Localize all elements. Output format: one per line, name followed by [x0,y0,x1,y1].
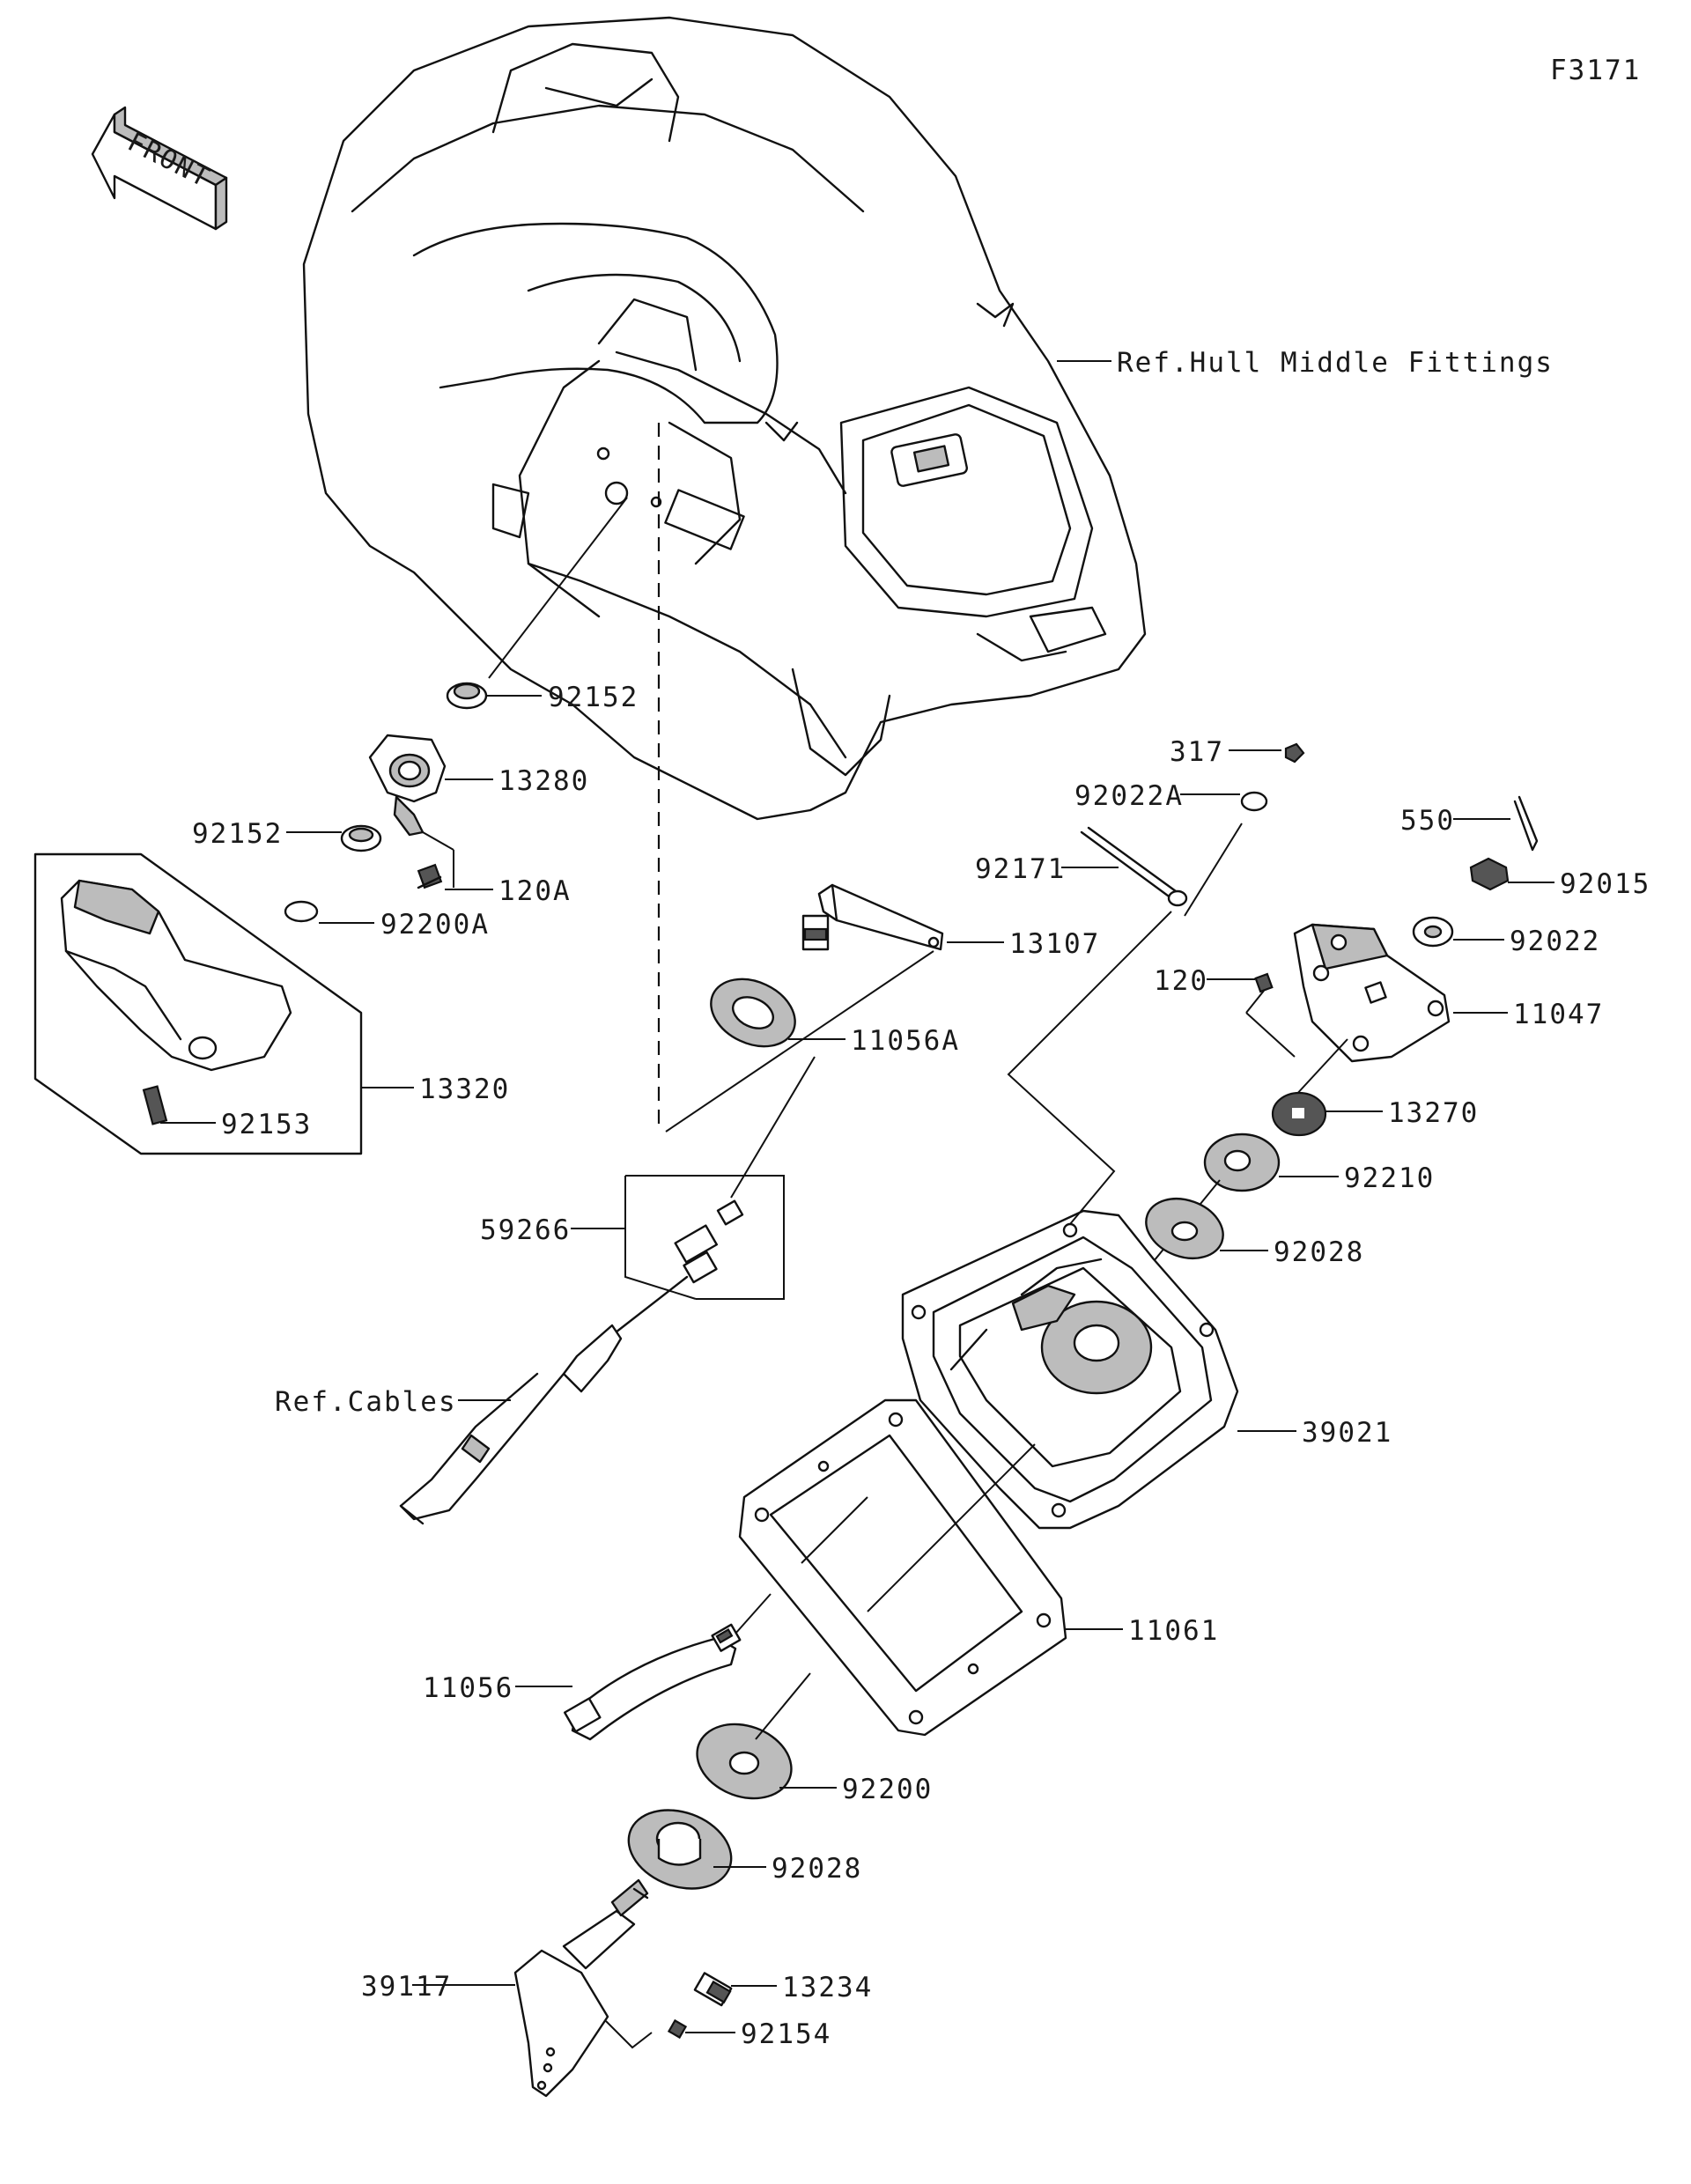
label-120A: 120A [498,875,572,907]
label-92200A: 92200A [380,909,490,941]
part-13280-bracket [368,734,447,837]
leader-11056A-axis [665,950,934,1133]
leader-11061-axis-2 [801,1496,868,1564]
label-11061: 11061 [1128,1615,1219,1647]
part-92200-washer [696,1723,793,1800]
leader-92200-axis [755,1672,811,1740]
leader-92152-top-hull [488,497,628,679]
part-13107-lever [801,883,944,951]
part-59266-joint [674,1199,744,1284]
label-92028-top: 92028 [1274,1236,1364,1268]
leader-11056-axis [735,1593,772,1634]
part-11047-plate [1293,923,1451,1063]
label-39021: 39021 [1302,1417,1392,1449]
leader-39117-bracket [605,2020,653,2049]
label-11056: 11056 [423,1672,513,1704]
label-317: 317 [1170,736,1224,768]
part-92171-rod [1080,826,1188,907]
part-39021-housing [901,1209,1239,1530]
part-92028-washer-bottom [627,1809,733,1890]
label-92171: 92171 [975,853,1066,885]
label-92154: 92154 [741,2018,831,2050]
part-92152-grommet [446,682,488,710]
label-120: 120 [1154,965,1208,997]
label-13107: 13107 [1009,928,1100,960]
leader-120A-axis [422,831,454,851]
label-11047: 11047 [1513,999,1604,1030]
label-11056A: 11056A [851,1025,960,1057]
part-11056-arm [563,1623,742,1741]
leader-92171-axis [1184,823,1243,917]
label-13270: 13270 [1388,1097,1479,1129]
leader-120-axis-2 [1245,1012,1296,1058]
label-92153: 92153 [221,1109,312,1140]
label-92015: 92015 [1560,868,1650,900]
leader-11047-axis [1294,1038,1348,1097]
part-92022A-washer [1240,791,1268,812]
bracket-59266-group-2 [624,1176,697,1300]
part-11056A-gasket [710,978,796,1048]
leader-120-axis [1245,990,1265,1014]
part-11061-gasket [738,1398,1067,1737]
part-13234-fitting [693,1972,733,2007]
inset-frame-13320 [33,852,363,1155]
label-92022: 92022 [1510,926,1600,957]
part-13320-cover [60,879,292,1125]
part-120A-screw [417,863,443,889]
leader-11061-axis [867,1443,1036,1612]
label-13280: 13280 [498,765,589,797]
part-92028-washer-top [1145,1198,1224,1259]
part-39117-shaft [513,1878,649,2098]
part-92152-grommet-left [340,824,382,852]
part-120-screw [1254,972,1274,993]
hull-middle-fittings [302,16,1147,821]
label-39117: 39117 [361,1971,452,2003]
figure-code: F3171 [1550,55,1641,86]
label-92152-left: 92152 [192,818,283,850]
front-arrow-icon: FRONT [91,106,228,231]
leader-92171-to-housing [1007,911,1172,1225]
part-92200A-washer [284,900,319,923]
label-59266: 59266 [480,1214,571,1246]
part-92022-washer [1412,916,1454,948]
label-550: 550 [1400,805,1455,837]
part-cable-end [399,1275,689,1525]
part-317-nut [1284,742,1305,764]
part-92015-castle-nut [1469,857,1510,891]
label-92152-top: 92152 [548,682,639,713]
bracket-59266-group [625,1175,785,1300]
label-13234: 13234 [782,1972,873,2003]
label-92028-bottom: 92028 [772,1853,862,1885]
label-13320: 13320 [419,1074,510,1105]
label-ref-cables: Ref.Cables [275,1386,457,1418]
label-92200: 92200 [842,1774,933,1805]
part-92210-collar [1203,1133,1281,1192]
label-ref-hull: Ref.Hull Middle Fittings [1117,347,1554,379]
label-92022A: 92022A [1074,780,1184,812]
part-92154-screw [667,2018,688,2040]
part-13270-spline-disc [1271,1091,1327,1137]
label-92210: 92210 [1344,1162,1435,1194]
part-550-cotter-pin [1513,795,1539,852]
leader-59266-axis [730,1056,816,1199]
